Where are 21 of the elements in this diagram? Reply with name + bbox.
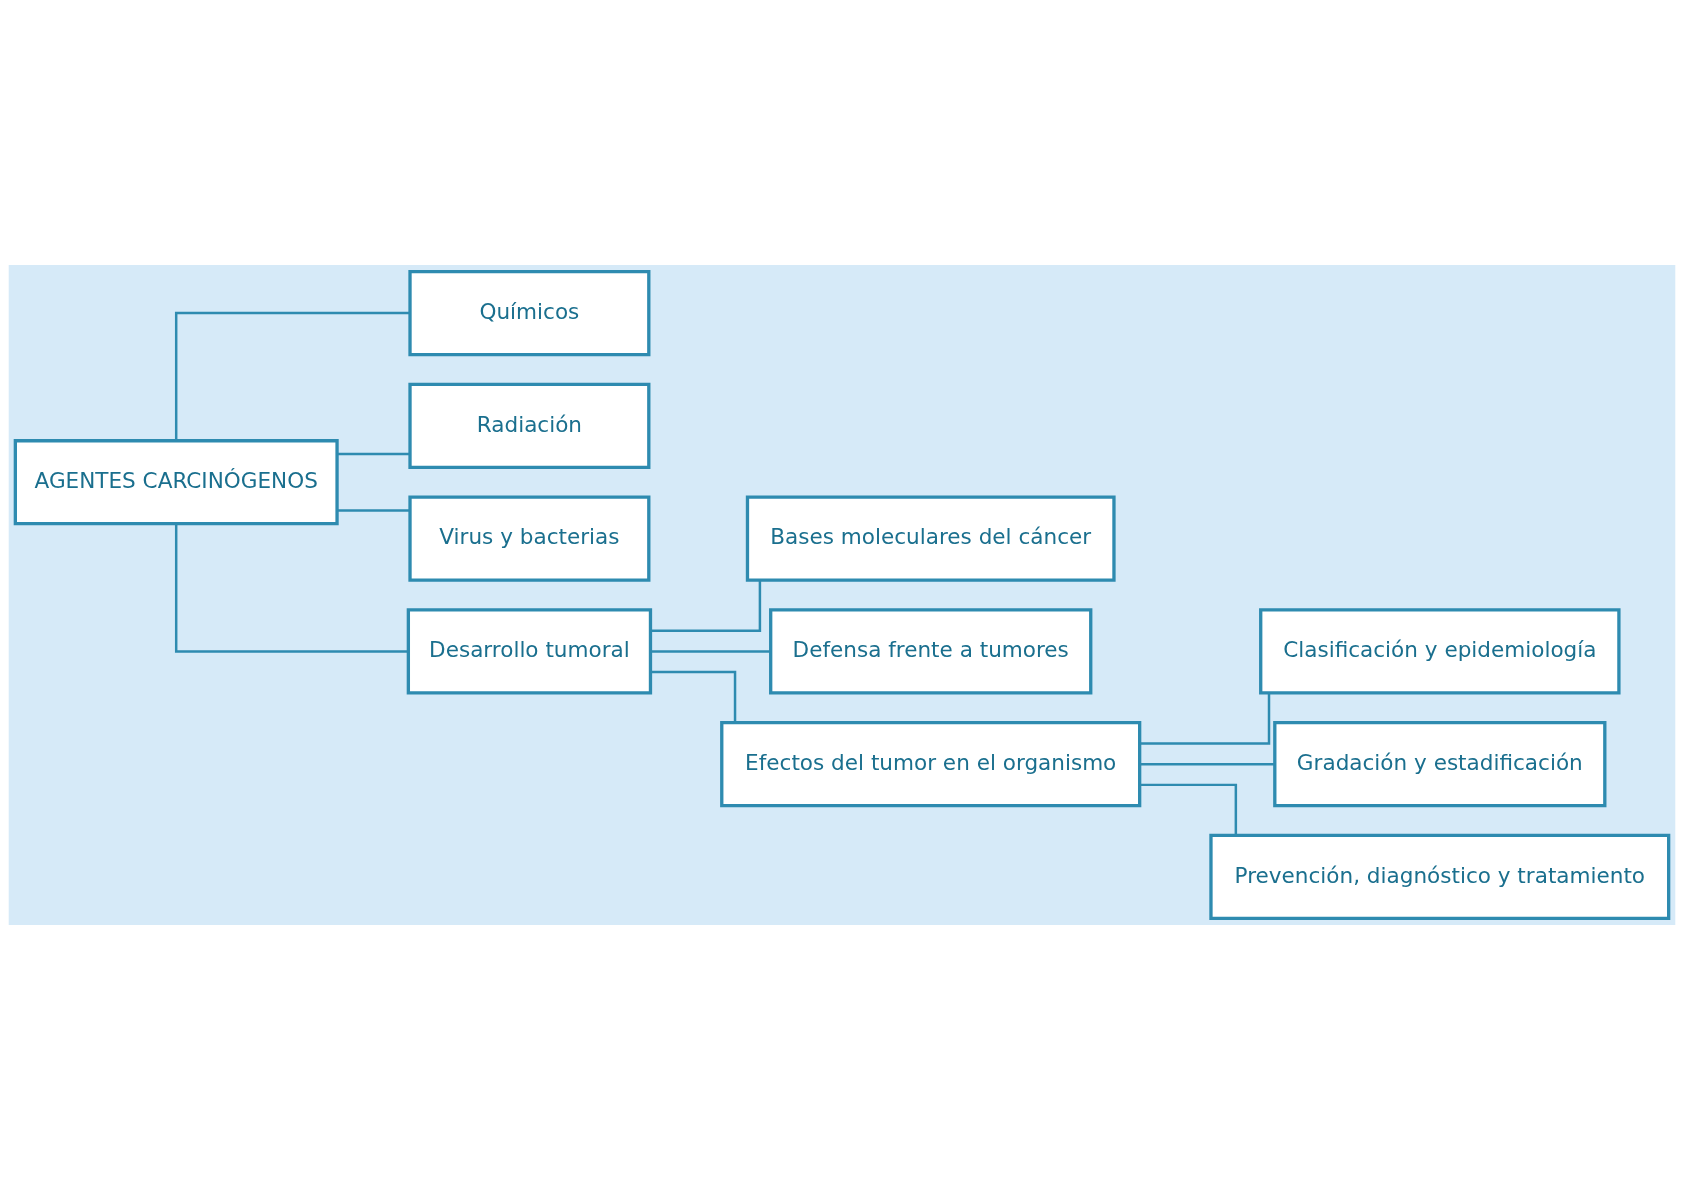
connector	[1139, 693, 1271, 745]
connector	[1140, 762, 1275, 766]
connector	[174, 311, 410, 441]
node-box: Defensa frente a tumores	[769, 608, 1093, 695]
node-box: Gradación y estadificación	[1273, 721, 1607, 808]
connector	[650, 670, 737, 723]
connector	[650, 580, 762, 632]
node-box: AGENTES CARCINÓGENOS	[13, 439, 339, 526]
connector	[1139, 783, 1238, 836]
node-box: Radiación	[408, 382, 651, 469]
node-box: Prevención, diagnóstico y tratamiento	[1209, 833, 1671, 921]
node-box: Virus y bacterias	[408, 495, 651, 582]
connector	[174, 524, 409, 653]
node-box: Clasificación y epidemiología	[1259, 608, 1621, 695]
connector	[337, 509, 410, 512]
connector	[337, 452, 410, 456]
node-box: Efectos del tumor en el organismo	[720, 721, 1142, 808]
node-box: Bases moleculares del cáncer	[745, 495, 1116, 582]
connector	[650, 650, 771, 653]
node-box: Desarrollo tumoral	[406, 608, 653, 695]
node-box: Químicos	[408, 269, 651, 357]
